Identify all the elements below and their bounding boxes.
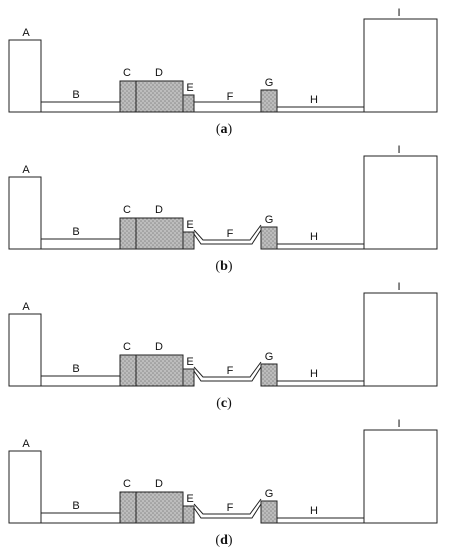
block-g: [260, 500, 278, 524]
block-g: [260, 226, 278, 250]
segment-f: [193, 361, 262, 382]
label-f: F: [227, 365, 234, 377]
panel-a: A B C D E F G H I (a): [8, 7, 438, 137]
label-d: D: [155, 204, 163, 216]
pipe-b: [40, 375, 121, 387]
label-g: G: [265, 488, 274, 500]
label-d: D: [155, 67, 163, 79]
label-i: I: [397, 7, 400, 19]
block-d: [135, 217, 184, 250]
label-g: G: [265, 214, 274, 226]
block-e: [182, 231, 195, 250]
tank-i: [363, 429, 438, 524]
label-i: I: [397, 281, 400, 293]
label-b: B: [72, 500, 79, 512]
pipe-b: [40, 101, 121, 113]
pipe-h: [276, 243, 365, 250]
pipe-h: [276, 106, 365, 113]
panel-c: A B C D E F G H I (c): [8, 281, 438, 411]
block-e: [182, 505, 195, 524]
segment-f: [193, 224, 262, 245]
block-c: [119, 491, 137, 524]
label-b: B: [72, 226, 79, 238]
pipe-h: [276, 380, 365, 387]
label-i: I: [397, 144, 400, 156]
label-g: G: [265, 351, 274, 363]
block-d: [135, 491, 184, 524]
tank-i: [363, 18, 438, 113]
label-c: C: [123, 341, 131, 353]
pipe-b: [40, 512, 121, 524]
label-h: H: [310, 94, 318, 106]
label-h: H: [310, 231, 318, 243]
label-e: E: [186, 493, 193, 505]
label-b: B: [72, 89, 79, 101]
panel-caption-b: (b): [215, 259, 232, 274]
pipe-h: [276, 517, 365, 524]
tank-a: [8, 39, 42, 113]
label-a: A: [22, 27, 30, 39]
pipe-b: [40, 238, 121, 250]
block-e: [182, 94, 195, 113]
block-c: [119, 217, 137, 250]
block-d: [135, 354, 184, 387]
label-f: F: [227, 91, 234, 103]
label-e: E: [186, 219, 193, 231]
label-c: C: [123, 478, 131, 490]
label-i: I: [397, 418, 400, 430]
segment-f: [193, 101, 262, 113]
label-f: F: [227, 228, 234, 240]
panel-d: A B C D E F G H I (d): [8, 418, 438, 548]
block-e: [182, 368, 195, 387]
panel-b: A B C D E F G H I (b): [8, 144, 438, 274]
tank-i: [363, 292, 438, 387]
label-f: F: [227, 502, 234, 514]
label-h: H: [310, 505, 318, 517]
block-g: [260, 89, 278, 113]
label-b: B: [72, 363, 79, 375]
segment-f: [193, 498, 262, 519]
panel-caption-a: (a): [216, 122, 233, 137]
block-c: [119, 354, 137, 387]
tank-a: [8, 313, 42, 387]
tank-a: [8, 176, 42, 250]
label-g: G: [265, 77, 274, 89]
label-e: E: [186, 356, 193, 368]
label-a: A: [22, 164, 30, 176]
label-a: A: [22, 438, 30, 450]
label-a: A: [22, 301, 30, 313]
block-g: [260, 363, 278, 387]
label-d: D: [155, 478, 163, 490]
label-d: D: [155, 341, 163, 353]
block-d: [135, 80, 184, 113]
panel-caption-d: (d): [215, 533, 232, 548]
panel-caption-c: (c): [216, 396, 232, 411]
block-c: [119, 80, 137, 113]
label-h: H: [310, 368, 318, 380]
tank-i: [363, 155, 438, 250]
tank-a: [8, 450, 42, 524]
label-c: C: [123, 204, 131, 216]
label-c: C: [123, 67, 131, 79]
label-e: E: [186, 82, 193, 94]
